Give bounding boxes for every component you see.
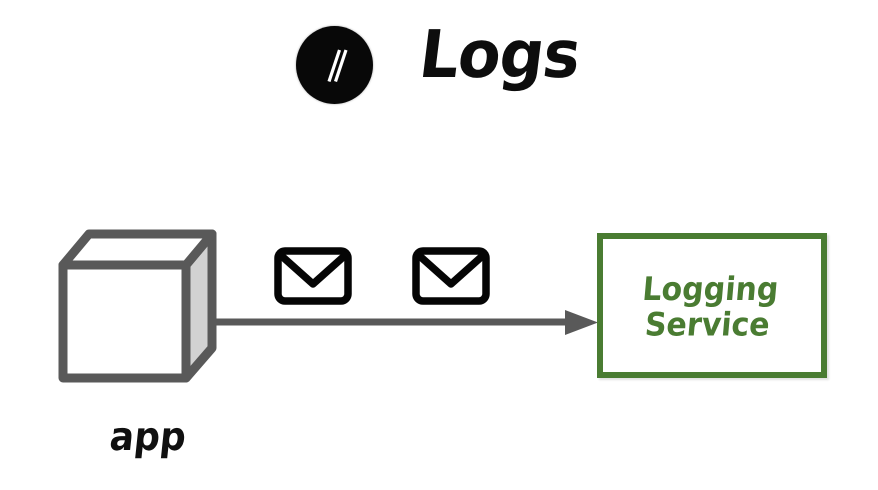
logging-service-node[interactable]: Logging Service bbox=[597, 233, 827, 378]
envelope-icon bbox=[274, 247, 352, 305]
logging-service-label: Logging Service bbox=[597, 270, 821, 345]
double-slash-glyph bbox=[327, 49, 348, 83]
envelope-glyph bbox=[412, 247, 490, 305]
logging-service-label-line1: Logging bbox=[640, 270, 780, 309]
cube-front-face bbox=[58, 260, 191, 383]
logging-service-label-line2: Service bbox=[643, 306, 772, 345]
envelope-glyph bbox=[274, 247, 352, 305]
app-node-label: app bbox=[107, 414, 189, 460]
header: Logs bbox=[296, 16, 596, 106]
cube-top-face bbox=[58, 229, 217, 270]
arrow-head bbox=[565, 310, 598, 335]
envelope-icon bbox=[412, 247, 490, 305]
double-slash-icon bbox=[296, 26, 373, 104]
cube-icon bbox=[58, 229, 217, 383]
flow-arrow-app-to-logging-service bbox=[200, 306, 606, 340]
arrow-glyph bbox=[212, 310, 598, 335]
page-title: Logs bbox=[415, 15, 585, 94]
app-node[interactable] bbox=[52, 222, 227, 392]
